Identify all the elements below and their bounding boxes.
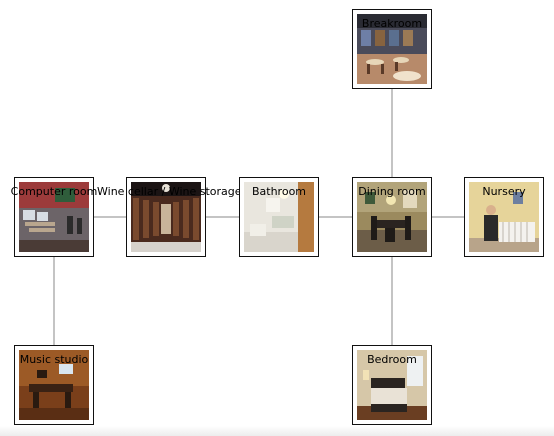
node-wine-storage[interactable]: Wine cellar / Wine storage (97, 177, 242, 257)
node-music-studio[interactable]: Music studio (14, 345, 94, 425)
dining-room-photo (357, 182, 427, 252)
breakroom-photo (357, 14, 427, 84)
wine-storage-photo (131, 182, 201, 252)
music-studio-photo (19, 350, 89, 420)
bedroom-photo (357, 350, 427, 420)
nursery-photo (469, 182, 539, 252)
node-computer-room[interactable]: Computer room (11, 177, 97, 257)
node-dining-room[interactable]: Dining room (352, 177, 432, 257)
bottom-band (0, 426, 554, 436)
node-breakroom[interactable]: Breakroom (352, 9, 432, 89)
bathroom-photo (244, 182, 314, 252)
node-bathroom[interactable]: Bathroom (239, 177, 319, 257)
node-bedroom[interactable]: Bedroom (352, 345, 432, 425)
node-nursery[interactable]: Nursery (464, 177, 544, 257)
computer-room-photo (19, 182, 89, 252)
